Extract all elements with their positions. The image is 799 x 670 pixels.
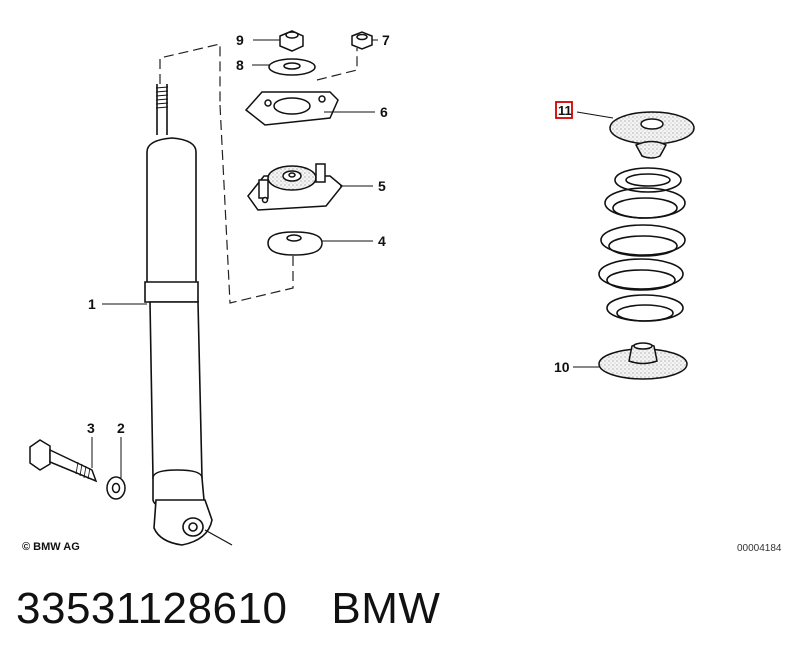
lower-washer [267, 231, 323, 256]
callout-9: 9 [236, 32, 244, 48]
parts-diagram: 1 2 3 4 5 6 7 8 9 10 11 [29, 30, 695, 546]
upper-spring-pad [609, 111, 695, 159]
callout-8: 8 [236, 57, 244, 73]
coil-spring [598, 167, 686, 322]
callout-5: 5 [378, 178, 386, 194]
strut-mount [247, 163, 344, 211]
washer [106, 476, 126, 500]
gasket-plate [244, 91, 339, 126]
callout-1: 1 [88, 296, 96, 312]
cup-washer [268, 58, 316, 76]
callout-2: 2 [117, 420, 125, 436]
part-title: 33531128610 BMW [16, 584, 440, 634]
highlight-box [555, 101, 573, 119]
callout-labels: 1 2 3 4 5 6 7 8 9 10 11 [87, 32, 573, 436]
callout-7: 7 [382, 32, 390, 48]
small-nut [351, 31, 373, 50]
callout-11: 11 [558, 103, 572, 118]
diagram-id: 00004184 [737, 543, 782, 554]
assembly-guide-lines [159, 43, 358, 304]
part-number: 33531128610 [16, 584, 288, 633]
bolt [29, 439, 98, 483]
brand-name: BMW [331, 584, 441, 633]
top-nut [279, 30, 304, 52]
callout-4: 4 [378, 233, 386, 249]
callout-3: 3 [87, 420, 95, 436]
callout-6: 6 [380, 104, 388, 120]
shock-absorber [144, 84, 233, 546]
copyright-label: © BMW AG [22, 541, 80, 553]
lower-spring-pad [598, 342, 688, 380]
callout-10: 10 [554, 359, 570, 375]
leader-lines [91, 39, 614, 478]
